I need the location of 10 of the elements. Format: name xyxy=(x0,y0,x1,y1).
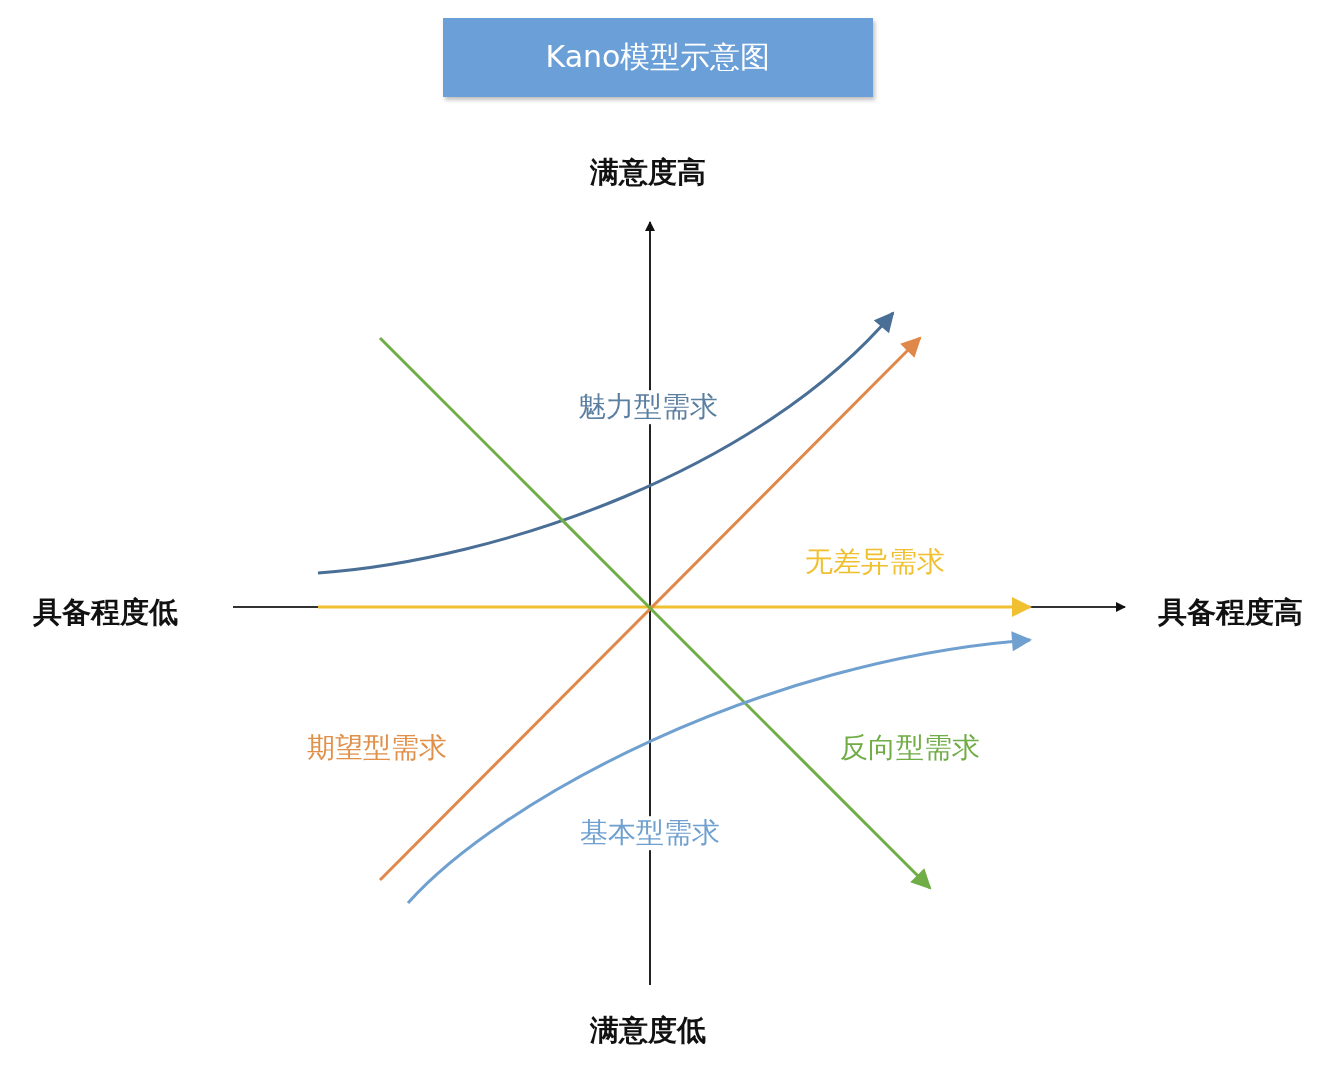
curve-label: 无差异需求 xyxy=(804,545,946,579)
curve-label: 魅力型需求 xyxy=(576,390,720,424)
axis-label: 具备程度高 xyxy=(1156,594,1304,630)
curve-label: 基本型需求 xyxy=(578,816,722,850)
axis-label: 满意度低 xyxy=(589,1012,707,1048)
curve-label: 反向型需求 xyxy=(839,731,981,765)
curve-label: 期望型需求 xyxy=(306,731,448,765)
axis-label: 具备程度低 xyxy=(31,594,179,630)
title-banner: Kano模型示意图 xyxy=(443,18,873,97)
axis-label: 满意度高 xyxy=(589,154,707,190)
